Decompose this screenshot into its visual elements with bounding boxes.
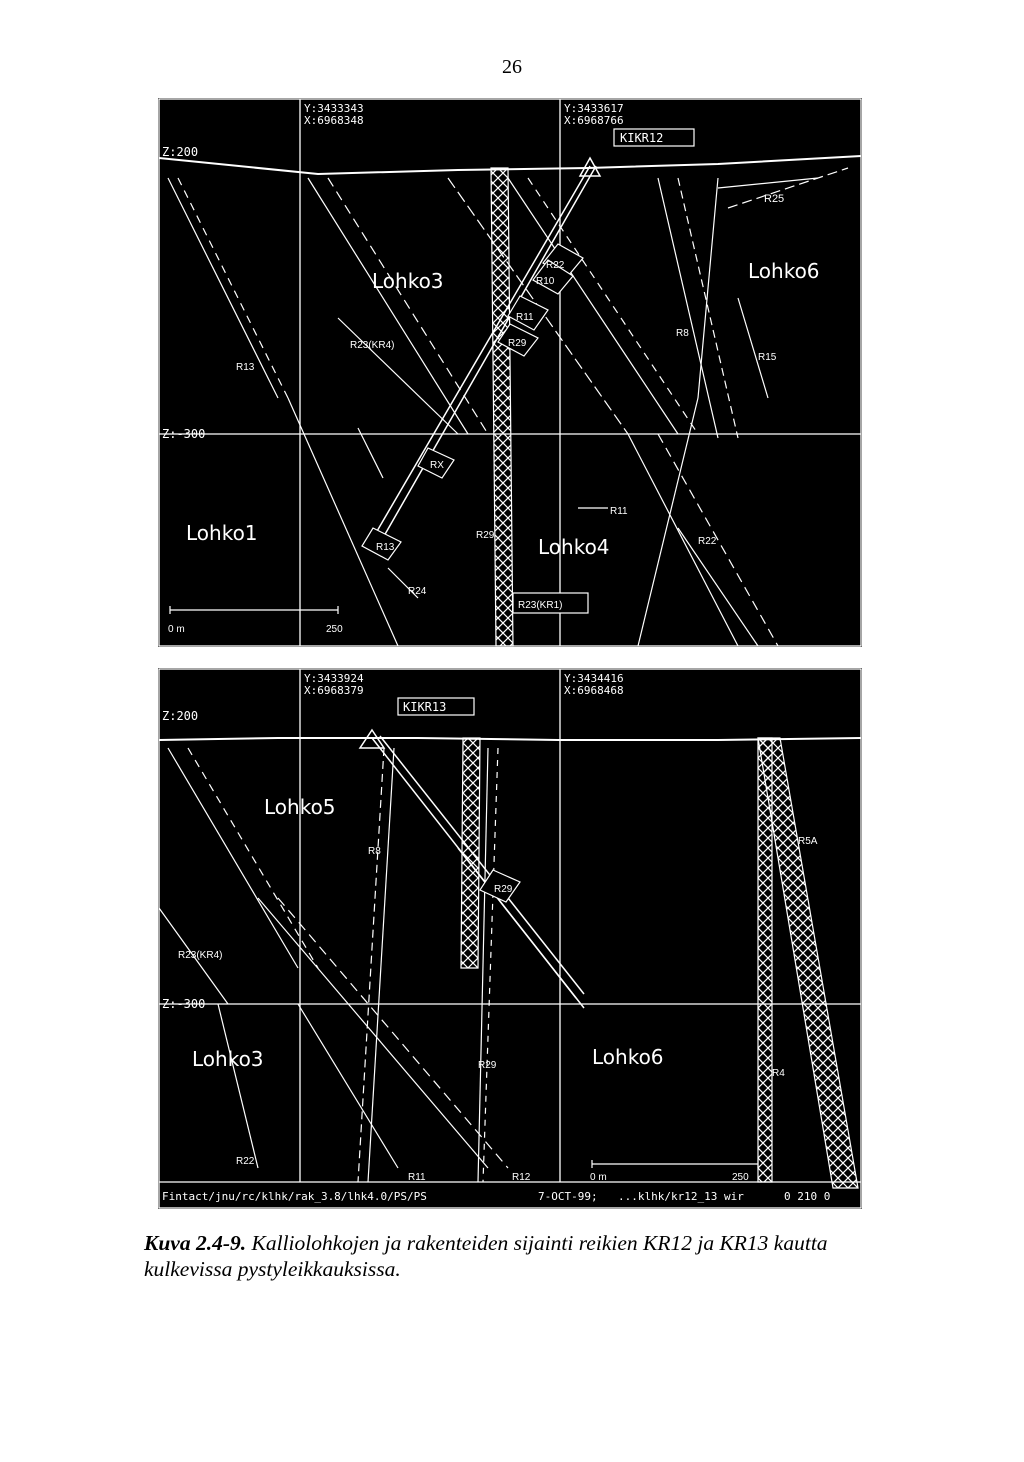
scale-end: 250	[732, 1172, 749, 1183]
section-kr13-drawing: Z:200 Z:-300 Y:3433924 X:6968379 Y:34344…	[158, 668, 862, 1209]
zone-boxes	[361, 243, 589, 614]
coord-left-y: Y:3433924	[304, 672, 364, 685]
block-lohko5: Lohko5	[264, 795, 336, 819]
scale-start: 0 m	[590, 1172, 607, 1183]
z-label-minus-300: Z:-300	[162, 427, 205, 441]
footer-date: 7-OCT-99;	[538, 1190, 598, 1203]
scale-bar	[591, 1160, 759, 1168]
hole-label-box	[613, 128, 695, 147]
zone-r8: R8	[676, 328, 689, 339]
coord-left-x: X:6968379	[304, 684, 364, 697]
zone-r29-low: R29	[476, 530, 495, 541]
z-label-200: Z:200	[162, 145, 198, 159]
fracture-zones	[167, 167, 849, 647]
zone-r23-kr4: R23(KR4)	[350, 340, 394, 351]
ground-surface	[158, 737, 862, 741]
zone-r25: R25	[764, 193, 784, 205]
section-kr12-drawing: Z:200 Z:-300 Y:3433343 X:6968348 Y:34336…	[158, 98, 862, 647]
z-label-200: Z:200	[162, 709, 198, 723]
zone-r13-box: R13	[376, 542, 395, 553]
block-lohko6: Lohko6	[748, 259, 820, 283]
figure-caption: Kuva 2.4-9. Kalliolohkojen ja rakenteide…	[144, 1230, 884, 1282]
scale-bar	[169, 606, 339, 614]
zone-boxes	[479, 869, 521, 903]
zone-r29: R29	[508, 338, 527, 349]
hole-label: KIKR12	[620, 131, 663, 145]
zone-r29-low: R29	[478, 1060, 497, 1071]
zone-r10: R10	[536, 276, 555, 287]
zone-r11: R11	[516, 312, 534, 323]
box-r10	[532, 259, 574, 295]
zone-r11-low: R11	[610, 506, 628, 517]
box-rx	[417, 447, 455, 479]
box-r13	[361, 527, 402, 561]
zone-rx: RX	[430, 460, 444, 471]
block-lohko1: Lohko1	[186, 521, 258, 545]
zone-hatched	[460, 737, 859, 1189]
section-kr13: Z:200 Z:-300 Y:3433924 X:6968379 Y:34344…	[158, 668, 862, 1209]
footer-view: 0 210 0	[784, 1190, 830, 1203]
fracture-zones	[158, 747, 509, 1183]
footer-file: ...klhk/kr12_13 wir	[618, 1190, 744, 1203]
zone-r23-kr1: R23(KR1)	[518, 600, 562, 611]
hole-label-box	[397, 697, 475, 716]
coord-right-x: X:6968766	[564, 114, 624, 127]
scale-end: 250	[326, 624, 343, 635]
zone-r22-low: R22	[698, 536, 717, 547]
frame	[158, 668, 862, 1209]
footer-path: Fintact/jnu/rc/klhk/rak_3.8/lhk4.0/PS/PS	[162, 1190, 427, 1203]
coord-right-y: Y:3433617	[564, 102, 624, 115]
box-r29	[497, 323, 539, 357]
zone-r15: R15	[758, 352, 777, 363]
z-label-minus-300: Z:-300	[162, 997, 205, 1011]
zone-r24: R24	[408, 586, 427, 597]
borehole-kr12	[372, 156, 602, 544]
zone-r22: R22	[236, 1156, 255, 1167]
box-r23-kr1	[512, 592, 589, 614]
block-lohko4: Lohko4	[538, 535, 610, 559]
zone-r4: R4	[772, 1068, 785, 1079]
figure-caption-text: Kalliolohkojen ja rakenteiden sijainti r…	[144, 1231, 828, 1281]
zone-r11: R11	[408, 1172, 426, 1183]
hole-label: KIKR13	[403, 700, 446, 714]
zone-r13: R13	[236, 362, 255, 373]
coord-right-x: X:6968468	[564, 684, 624, 697]
box-r29	[479, 869, 521, 903]
ground-surface	[158, 155, 862, 176]
box-r11	[507, 295, 549, 331]
block-lohko6: Lohko6	[592, 1045, 664, 1069]
zone-r12: R12	[512, 1172, 531, 1183]
scale-start: 0 m	[168, 624, 185, 635]
zone-r29-hatched	[490, 167, 514, 647]
coord-left-y: Y:3433343	[304, 102, 364, 115]
zone-r22: R22	[546, 260, 565, 271]
block-lohko3: Lohko3	[192, 1047, 264, 1071]
coord-left-x: X:6968348	[304, 114, 364, 127]
zone-r8: R8	[368, 846, 381, 857]
figure-number: Kuva 2.4-9.	[144, 1231, 247, 1255]
zone-r29-box: R29	[494, 884, 513, 895]
block-lohko3: Lohko3	[372, 269, 444, 293]
coord-right-y: Y:3434416	[564, 672, 624, 685]
section-kr12: Z:200 Z:-300 Y:3433343 X:6968348 Y:34336…	[158, 98, 862, 647]
zone-r5a: R5A	[798, 836, 818, 847]
page-number: 26	[502, 56, 522, 78]
zone-r23-kr4: R23(KR4)	[178, 950, 222, 961]
